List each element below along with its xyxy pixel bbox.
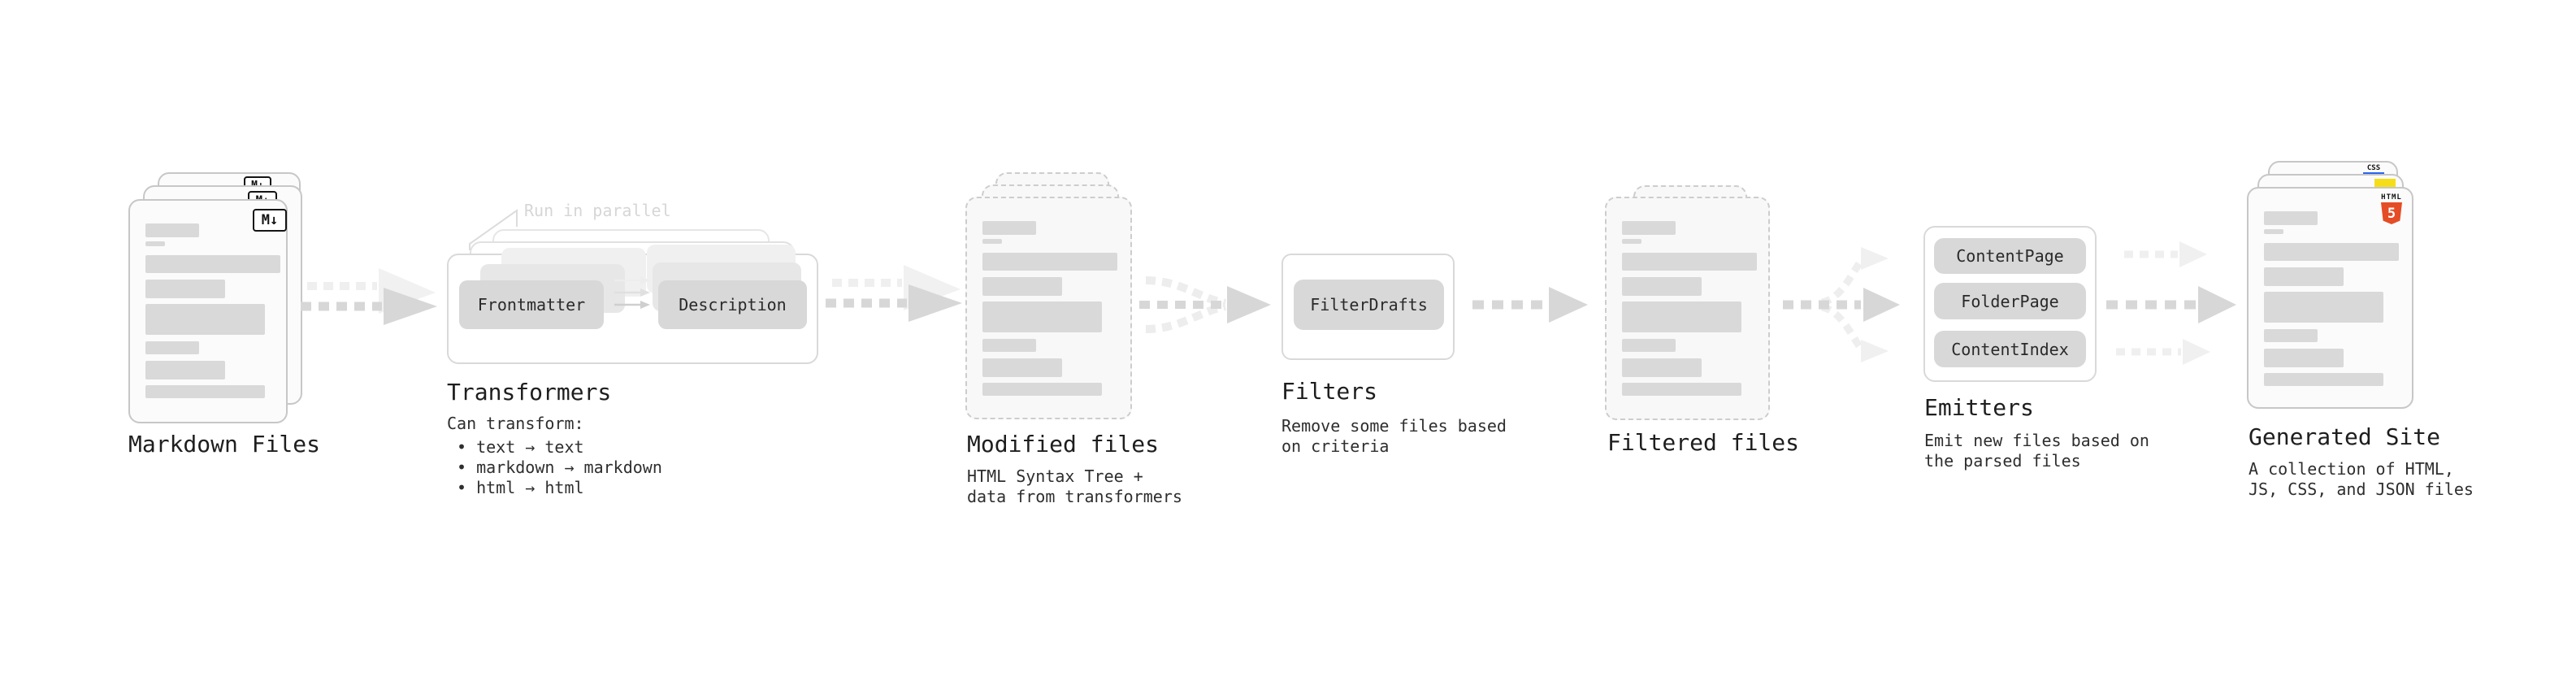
transformers-intro: Can transform: bbox=[447, 414, 584, 433]
contentpage-emitter-button: ContentPage bbox=[1934, 238, 2086, 274]
bar bbox=[2264, 229, 2283, 234]
html5-icon: HTML 5 bbox=[2379, 194, 2404, 224]
bar bbox=[982, 358, 1062, 377]
filters-title: Filters bbox=[1281, 378, 1378, 405]
html5-icon-number: 5 bbox=[2387, 205, 2396, 222]
flow-arrow-filters-to-filtered bbox=[1472, 287, 1588, 323]
filtered-page-front bbox=[1605, 197, 1770, 420]
bar bbox=[145, 241, 165, 246]
filtered-files-title: Filtered files bbox=[1607, 429, 1800, 456]
bar bbox=[982, 383, 1102, 396]
bar bbox=[982, 339, 1036, 352]
bar bbox=[1622, 358, 1702, 377]
bar bbox=[1622, 301, 1741, 332]
bar bbox=[145, 223, 199, 237]
content-placeholder-bars bbox=[967, 198, 1130, 418]
generated-site-title: Generated Site bbox=[2249, 423, 2441, 450]
transformers-bullet: • text → text bbox=[457, 437, 584, 457]
bar bbox=[2264, 373, 2383, 386]
bar bbox=[1622, 239, 1641, 244]
description-transformer-button: Description bbox=[658, 280, 807, 329]
css-icon-label: CSS bbox=[2366, 164, 2381, 172]
run-in-parallel-label: Run in parallel bbox=[524, 201, 671, 220]
markdown-files-title: Markdown Files bbox=[128, 431, 321, 458]
generated-site-subtitle: A collection of HTML, JS, CSS, and JSON … bbox=[2249, 459, 2474, 499]
parallel-transform-arrows bbox=[614, 276, 650, 309]
bar bbox=[1622, 221, 1676, 235]
folderpage-emitter-button: FolderPage bbox=[1934, 283, 2086, 319]
flow-arrow-emitters-to-generated bbox=[2106, 241, 2236, 365]
frontmatter-transformer-button: Frontmatter bbox=[459, 280, 604, 329]
contentindex-emitter-button: ContentIndex bbox=[1934, 331, 2086, 367]
bar bbox=[1622, 339, 1676, 352]
flow-arrow-markdown-to-transformers bbox=[301, 268, 437, 325]
bar bbox=[145, 304, 265, 335]
content-placeholder-bars bbox=[130, 201, 286, 422]
flow-arrow-modified-to-filters bbox=[1139, 276, 1271, 333]
generated-page-front: HTML 5 bbox=[2247, 187, 2413, 409]
emitters-title: Emitters bbox=[1924, 394, 2034, 421]
bar bbox=[982, 221, 1036, 235]
bar bbox=[1622, 277, 1702, 296]
bar bbox=[2264, 349, 2344, 367]
content-placeholder-bars bbox=[1607, 198, 1768, 419]
bar bbox=[1622, 383, 1741, 396]
transformers-bullet: • markdown → markdown bbox=[457, 458, 662, 477]
bar bbox=[982, 301, 1102, 332]
transformers-bullet: • html → html bbox=[457, 478, 584, 497]
flow-arrow-transformers-to-modified bbox=[826, 265, 962, 322]
html5-icon-label: HTML bbox=[2381, 193, 2402, 202]
modified-files-title: Modified files bbox=[967, 431, 1160, 458]
bar bbox=[145, 341, 199, 354]
run-in-parallel-callout-line bbox=[469, 209, 518, 250]
bar bbox=[982, 239, 1002, 244]
bar bbox=[145, 280, 225, 298]
bar bbox=[2264, 292, 2383, 323]
bar bbox=[2264, 243, 2399, 261]
markdown-page-front: M↓ bbox=[128, 199, 288, 423]
bar bbox=[1622, 253, 1757, 271]
filters-subtitle: Remove some files based on criteria bbox=[1281, 416, 1507, 456]
bar bbox=[982, 253, 1117, 271]
bar bbox=[2264, 329, 2318, 342]
html5-icon-shield: 5 bbox=[2381, 202, 2402, 224]
bar bbox=[145, 361, 225, 380]
filterdrafts-button: FilterDrafts bbox=[1294, 280, 1444, 330]
bar bbox=[2264, 267, 2344, 286]
flow-arrow-filtered-to-emitters bbox=[1783, 247, 1900, 362]
bar bbox=[145, 255, 280, 273]
modified-files-subtitle: HTML Syntax Tree + data from transformer… bbox=[967, 466, 1182, 506]
bar bbox=[2264, 211, 2318, 225]
markdown-icon: M↓ bbox=[253, 209, 287, 232]
bar bbox=[145, 385, 265, 398]
bar bbox=[982, 277, 1062, 296]
content-placeholder-bars bbox=[2249, 189, 2412, 407]
transformers-title: Transformers bbox=[447, 379, 612, 406]
emitters-subtitle: Emit new files based on the parsed files bbox=[1924, 431, 2149, 471]
modified-page-front bbox=[965, 197, 1132, 419]
